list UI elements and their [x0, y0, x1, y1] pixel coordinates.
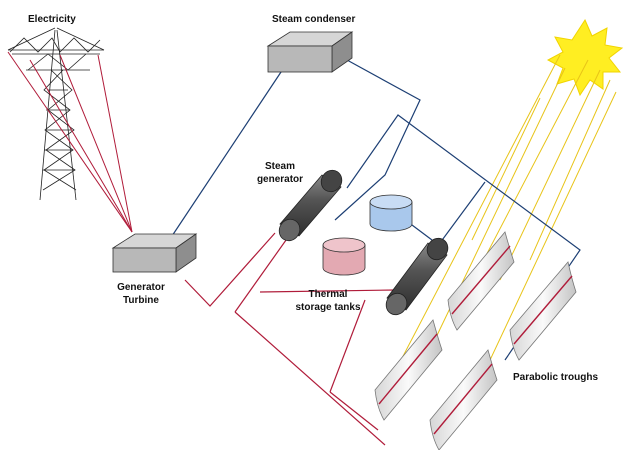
hot-tank-icon	[322, 237, 366, 276]
cold-tank-icon	[369, 194, 413, 232]
label-thermal-storage-tanks: Thermal storage tanks	[280, 288, 376, 314]
electricity-lines	[7, 51, 133, 233]
label-generator: Generator	[117, 282, 165, 293]
sun-icon	[546, 18, 624, 97]
label-storage-tanks: storage tanks	[295, 302, 361, 313]
storage-heat-exchanger	[385, 237, 449, 316]
label-electricity: Electricity	[28, 14, 76, 25]
label-turbine: Turbine	[123, 295, 159, 306]
label-steam-generator-line2: generator	[256, 174, 304, 185]
steam-generator-cylinder	[278, 169, 343, 242]
label-parabolic-troughs: Parabolic troughs	[513, 372, 599, 383]
sun-rays	[387, 54, 617, 393]
parabolic-troughs	[374, 231, 577, 451]
label-steam-generator: Steam generator	[252, 160, 308, 186]
power-pylon-icon	[7, 27, 105, 201]
label-steam-generator-line1: Steam	[264, 161, 295, 172]
label-generator-turbine: Generator Turbine	[110, 281, 172, 307]
trough-row-bottom-right	[429, 349, 498, 451]
label-thermal: Thermal	[308, 289, 348, 300]
generator-turbine-box	[111, 233, 198, 273]
trough-row-top-left	[447, 231, 515, 331]
trough-row-bottom-left	[374, 319, 443, 421]
steam-condenser-box	[266, 31, 354, 73]
cold-pipes	[171, 59, 581, 361]
trough-row-top-right	[509, 261, 577, 361]
hot-pipes	[184, 225, 396, 446]
label-steam-condenser: Steam condenser	[272, 14, 356, 25]
